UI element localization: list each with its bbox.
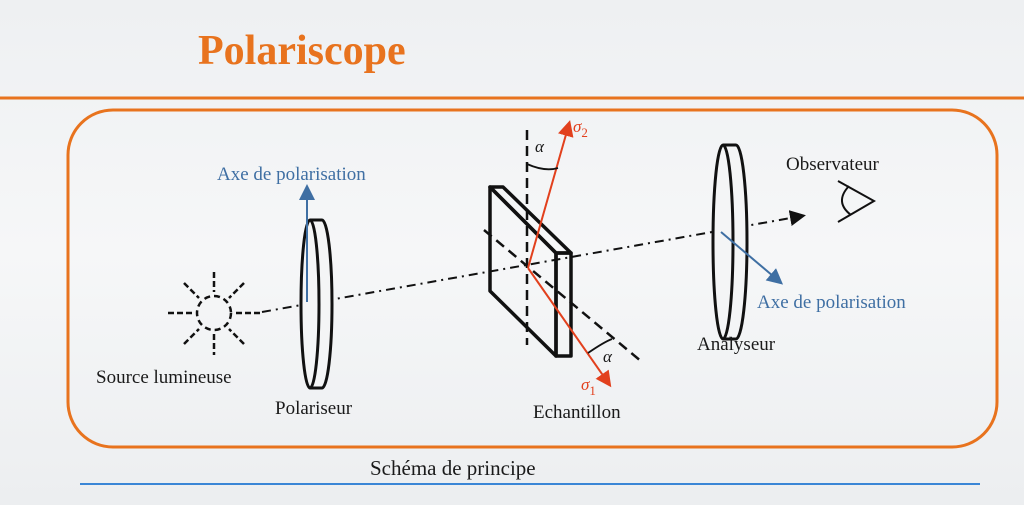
sigma2-arrow bbox=[527, 120, 574, 269]
sigma2-label: σ2 bbox=[573, 117, 588, 140]
observer-label: Observateur bbox=[786, 154, 880, 175]
slide-title: Polariscope bbox=[198, 28, 406, 74]
eye-icon bbox=[837, 180, 877, 223]
diagram-frame bbox=[66, 108, 999, 449]
angle-label-bottom: α bbox=[603, 347, 613, 366]
polarizer-lens bbox=[299, 218, 334, 390]
analyzer-axis-arrow bbox=[720, 231, 784, 285]
optical-axis bbox=[261, 210, 806, 313]
polarizer-axis-label: Axe de polarisation bbox=[217, 164, 366, 185]
analyzer-axis-label: Axe de polarisation bbox=[757, 292, 906, 313]
source-label: Source lumineuse bbox=[96, 367, 232, 388]
sample-diagonal-axis bbox=[483, 229, 643, 363]
sigma1-label: σ1 bbox=[581, 375, 596, 398]
angle-label-top: α bbox=[535, 137, 545, 156]
sigma1-arrow bbox=[527, 267, 612, 388]
analyzer-lens bbox=[711, 143, 749, 341]
sample-slab bbox=[488, 185, 573, 358]
analyzer-label: Analyseur bbox=[697, 334, 776, 355]
light-source-icon bbox=[168, 272, 260, 355]
caption: Schéma de principe bbox=[370, 456, 536, 480]
angle-arc-bottom bbox=[587, 338, 613, 354]
polarizer-label: Polariseur bbox=[275, 398, 353, 419]
sample-label: Echantillon bbox=[533, 402, 621, 423]
angle-arc-top bbox=[526, 163, 559, 171]
